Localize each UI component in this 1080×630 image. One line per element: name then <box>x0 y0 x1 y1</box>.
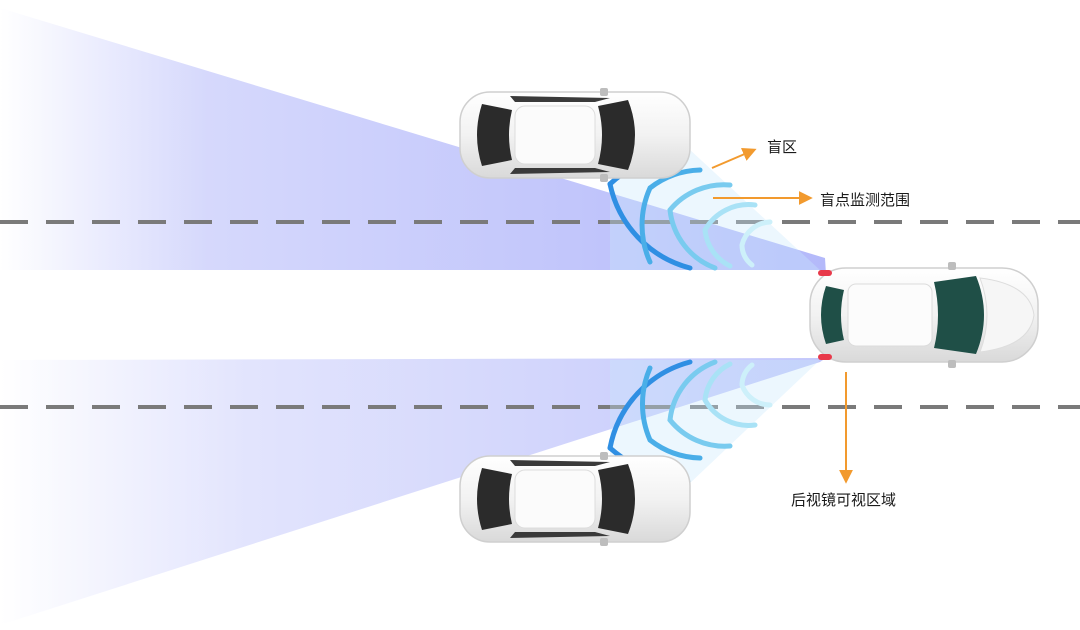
mirror-right <box>600 538 608 546</box>
windshield <box>598 464 635 534</box>
ego-windshield <box>934 276 984 354</box>
callout-arrows <box>711 147 853 484</box>
ego-rear-window <box>821 286 844 344</box>
lower-blind-zone <box>610 360 820 485</box>
blind-zone-label: 盲区 <box>767 138 798 156</box>
ego-hood <box>979 277 1035 353</box>
mirror-view-area <box>0 8 826 625</box>
tail-light-bottom <box>818 354 832 360</box>
side-glass-bottom <box>510 168 610 174</box>
ego-mirror-left <box>948 262 956 270</box>
blind-spot-range-label: 盲点监测范围 <box>820 191 911 209</box>
mirror-left <box>600 88 608 96</box>
roof <box>514 469 596 529</box>
mirror-left <box>600 452 608 460</box>
lane-markings <box>0 220 1080 409</box>
upper-neighbor-car <box>459 88 691 182</box>
tail-light-top <box>818 270 832 276</box>
mirror-right <box>600 174 608 182</box>
ego-roof <box>847 283 933 347</box>
ego-car <box>809 262 1039 368</box>
arrow-icon <box>711 147 757 169</box>
side-glass-bottom <box>510 532 610 538</box>
rear-window <box>477 468 512 530</box>
lower-neighbor-car <box>459 452 691 546</box>
ego-mirror-right <box>948 360 956 368</box>
rear-window <box>477 104 512 166</box>
roof <box>514 105 596 165</box>
side-glass-top <box>510 460 610 466</box>
mirror-view-label: 后视镜可视区域 <box>791 491 897 509</box>
windshield <box>598 100 635 170</box>
side-glass-top <box>510 96 610 102</box>
